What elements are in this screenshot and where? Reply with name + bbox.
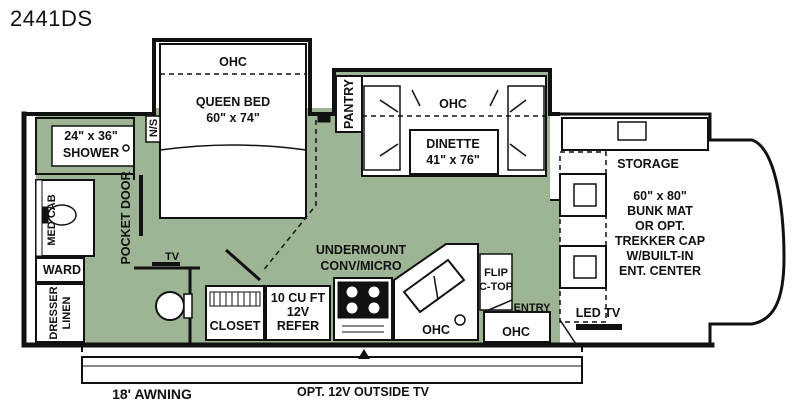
label-bunk-2: BUNK MAT <box>627 204 693 218</box>
label-flip: FLIP <box>484 267 508 279</box>
label-refer-1: 10 CU FT <box>271 291 326 305</box>
label-c-top: C-TOP <box>479 281 513 293</box>
awning-bar <box>81 346 583 384</box>
label-refer-3: REFER <box>277 319 319 333</box>
label-pantry: PANTRY <box>342 78 356 129</box>
label-outside-tv: OPT. 12V OUTSIDE TV <box>297 385 430 399</box>
hallway-lines <box>225 120 317 282</box>
bed <box>145 43 307 219</box>
label-bunk-1: 60" x 80" <box>633 189 687 203</box>
dinette <box>317 75 547 177</box>
label-dresser: DRESSER <box>48 286 60 339</box>
exterior-walls <box>21 38 786 348</box>
closet-refer <box>205 285 331 341</box>
label-bunk-4: TREKKER CAP <box>615 234 705 248</box>
label-storage: STORAGE <box>617 157 679 171</box>
model-name: 2441DS <box>10 6 93 31</box>
label-ohc-entry: OHC <box>502 325 530 339</box>
label-led-tv: LED TV <box>576 306 621 320</box>
label-linen: LINEN <box>61 296 73 329</box>
label-bunk-5: W/BUILT-IN <box>626 249 693 263</box>
label-queen-bed: QUEEN BED <box>196 95 270 109</box>
bath-fixtures <box>35 117 200 343</box>
label-conv-micro: CONV/MICRO <box>320 259 402 273</box>
label-ohc-galley: OHC <box>422 323 450 337</box>
label-entry: ENTRY <box>514 302 552 314</box>
label-bunk-3: OR OPT. <box>635 219 685 233</box>
galley <box>333 243 551 343</box>
label-shower: SHOWER <box>63 146 119 160</box>
label-bunk-6: ENT. CENTER <box>619 264 701 278</box>
label-queen-bed-size: 60" x 74" <box>206 111 260 125</box>
label-ward: WARD <box>43 263 81 277</box>
label-undermount: UNDERMOUNT <box>316 243 407 257</box>
label-ohc-bed: OHC <box>219 55 247 69</box>
label-dinette-size: 41" x 76" <box>426 153 480 167</box>
label-ohc-dinette: OHC <box>439 97 467 111</box>
label-tv: TV <box>165 251 180 263</box>
label-closet: CLOSET <box>210 319 261 333</box>
entry-marker <box>358 349 370 359</box>
label-med-cab: MED CAB <box>46 194 58 245</box>
label-refer-2: 12V <box>287 305 310 319</box>
label-shower-size: 24" x 36" <box>64 129 118 143</box>
label-awning: 18' AWNING <box>112 386 192 400</box>
label-dinette: DINETTE <box>426 137 479 151</box>
label-ns: N/S <box>148 119 160 137</box>
text-labels: OHC QUEEN BED 60" x 74" N/S PANTRY OHC D… <box>43 55 705 400</box>
cab <box>550 117 709 345</box>
label-pocket-door: POCKET DOOR <box>119 171 133 264</box>
